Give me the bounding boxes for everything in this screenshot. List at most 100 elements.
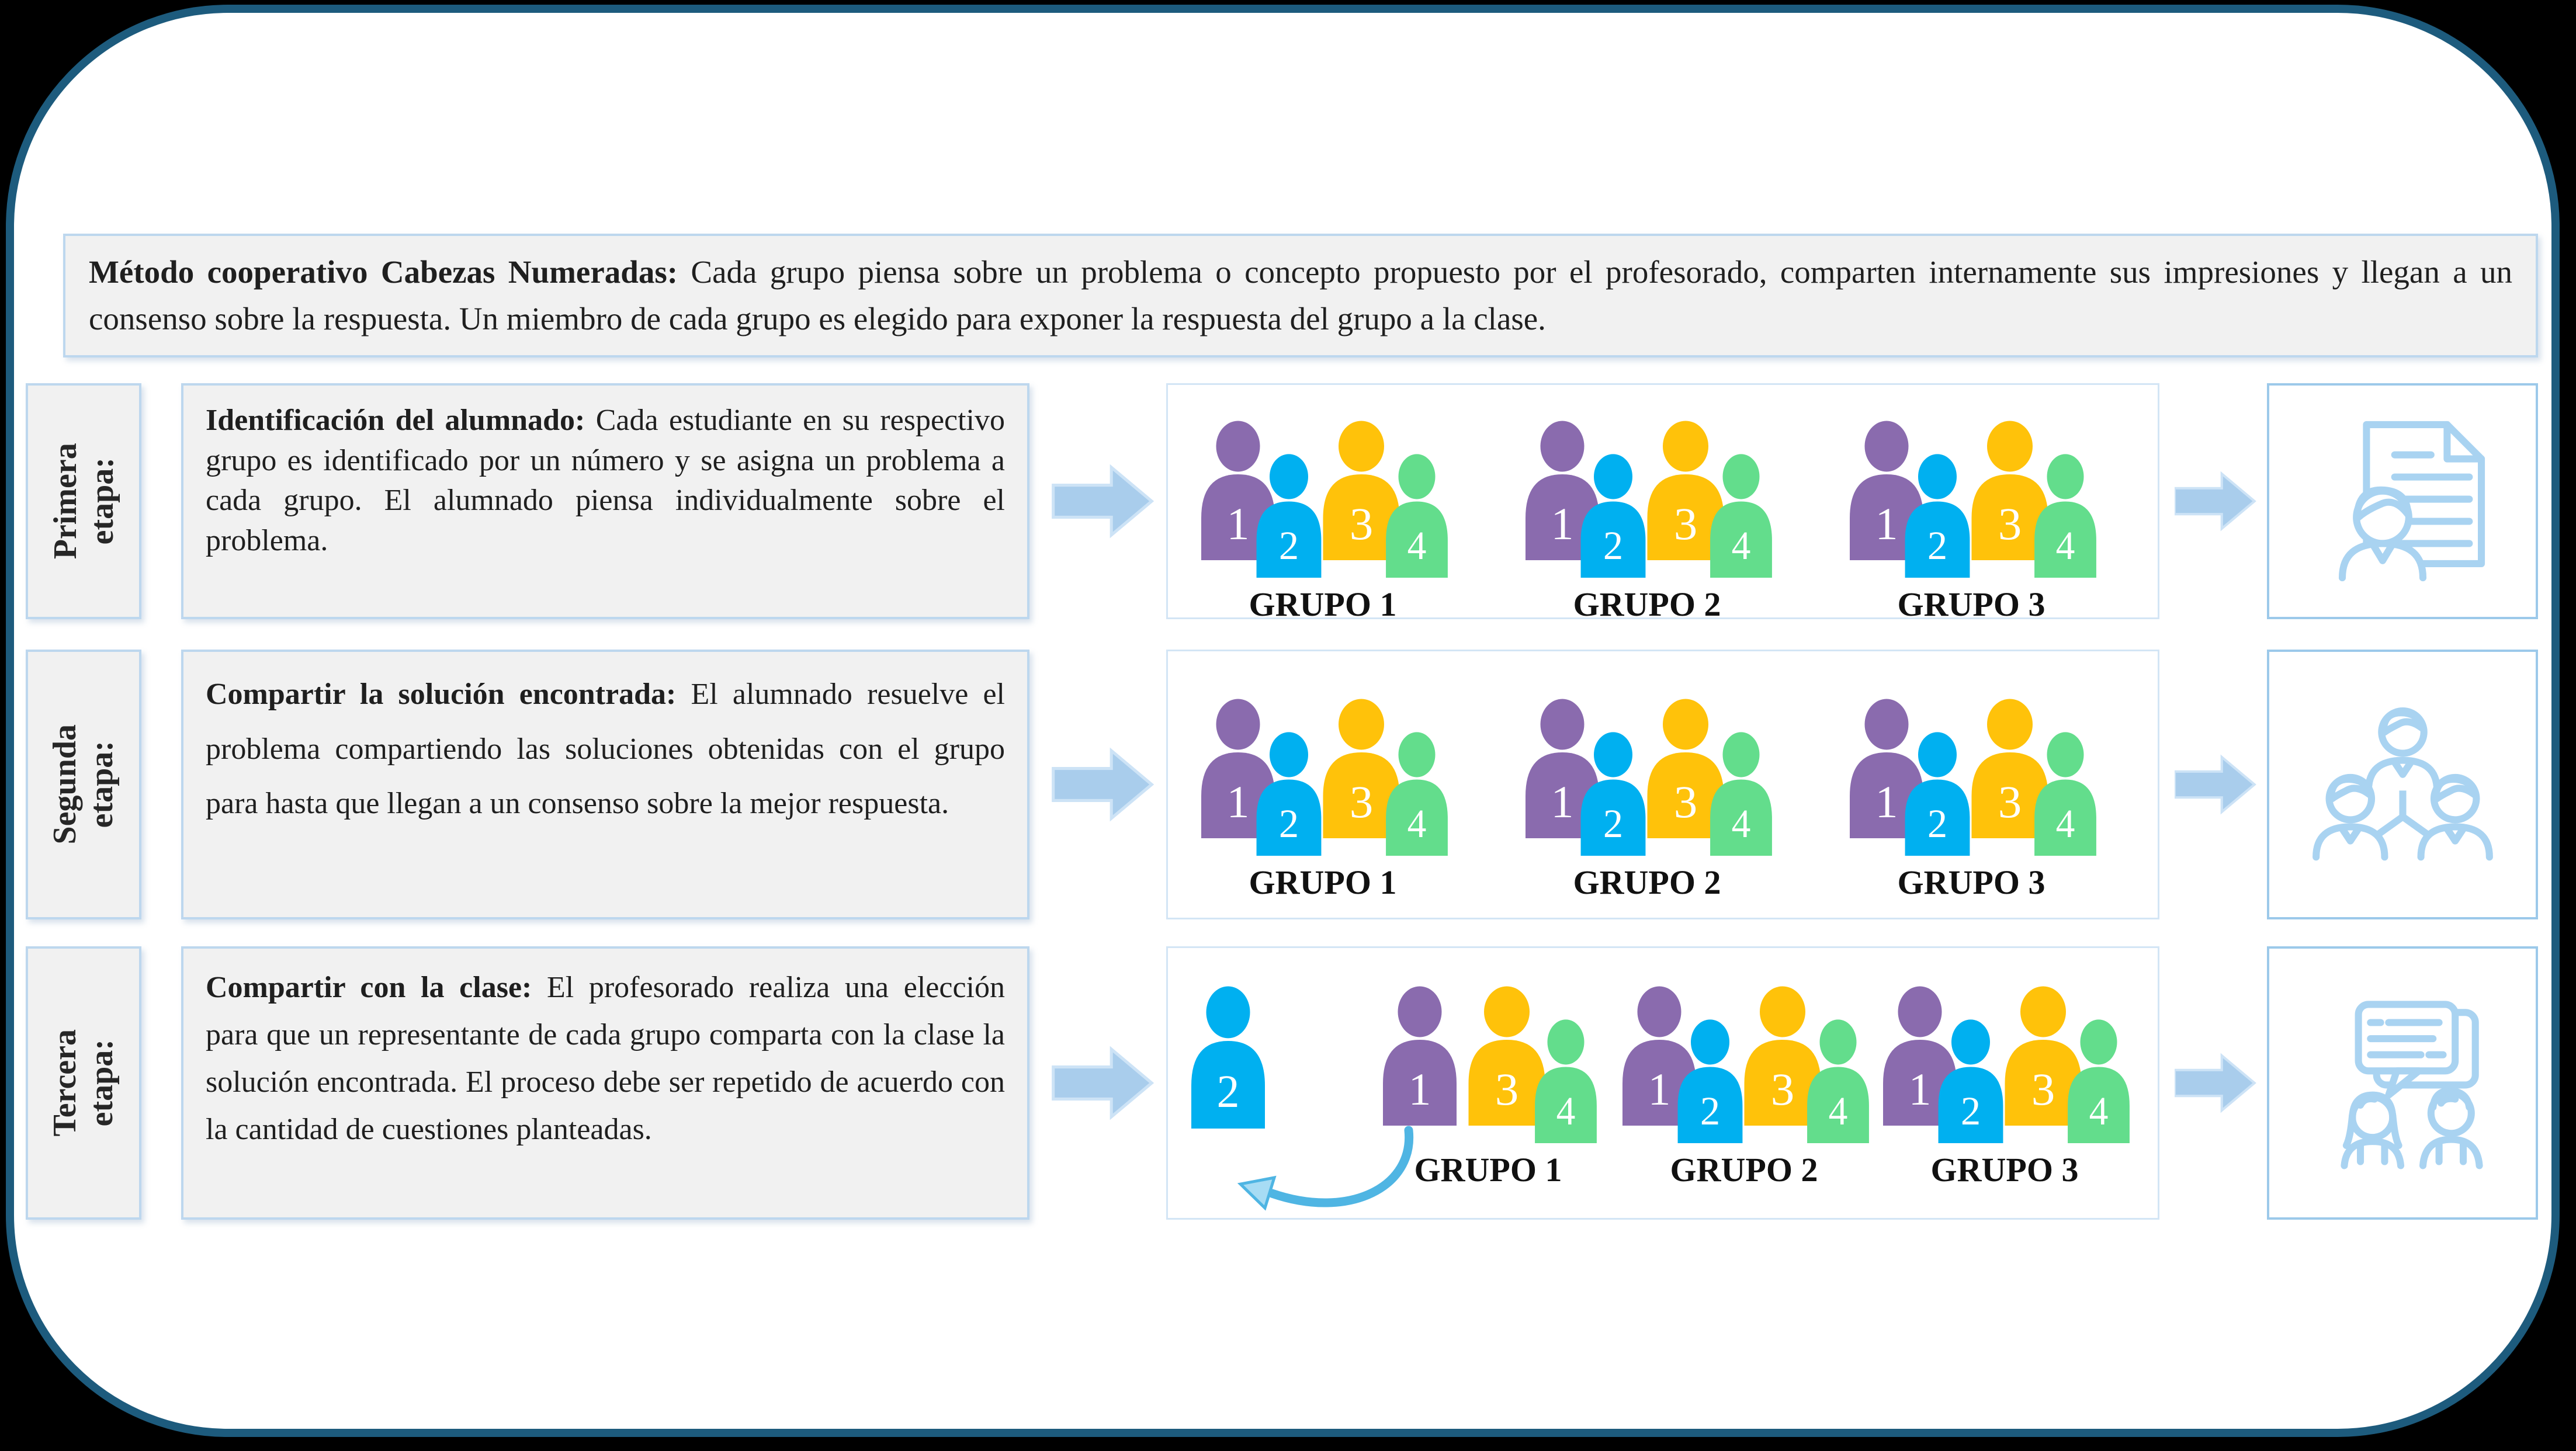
person-slot-1: 1 [1518, 698, 1606, 838]
person-slot-2: 2 [1250, 731, 1327, 856]
svg-text:3: 3 [1674, 777, 1698, 827]
stage-row-1: Primera etapa: Identificación del alumna… [26, 383, 2556, 623]
stage-2-description: Compartir la solución encontrada: El alu… [181, 650, 1029, 919]
person-figure: 1 [1526, 699, 1599, 838]
svg-text:1: 1 [1227, 776, 1250, 827]
person-figure: 4 [1386, 732, 1448, 856]
person-figure: 2 [1905, 732, 1970, 856]
stage-1-label: Primera etapa: [47, 443, 120, 560]
svg-text:3: 3 [1674, 499, 1698, 549]
person-figure: 2 [1905, 454, 1970, 578]
person-figure: 2 [1938, 1019, 2003, 1143]
svg-text:1: 1 [1648, 1064, 1671, 1115]
svg-text:4: 4 [1732, 801, 1751, 846]
stage-1-description: Identificación del alumnado: Cada estudi… [181, 383, 1029, 619]
outcome-box-2 [2267, 650, 2538, 919]
stage-2-description-lead: Compartir la solución encontrada: [206, 678, 677, 711]
person-figure: 1 [1201, 699, 1275, 838]
svg-text:4: 4 [2056, 801, 2075, 846]
method-header-lead: Método cooperativo Cabezas Numeradas: [89, 254, 678, 290]
person-figure: 2 [1256, 732, 1322, 856]
flow-arrow-icon [2175, 754, 2256, 815]
person-figure: 2 [1580, 454, 1646, 578]
svg-text:1: 1 [1875, 498, 1898, 549]
person-figure: 1 [1201, 421, 1275, 560]
person-figure: 3 [1323, 699, 1400, 838]
flow-arrow-icon [2175, 1053, 2256, 1113]
group-label: GRUPO 1 [1249, 863, 1397, 901]
svg-text:2: 2 [1603, 801, 1623, 846]
person-slot-1: 1 [1876, 985, 1964, 1126]
person-slot-4: 4 [2029, 731, 2102, 856]
person-slot-1: 1 [1194, 698, 1282, 838]
method-header: Método cooperativo Cabezas Numeradas: Ca… [63, 234, 2538, 357]
person-slot-4: 4 [1380, 731, 1454, 856]
person-figure: 3 [1971, 421, 2048, 560]
method-header-body: Cada grupo piensa sobre un problema o co… [89, 254, 2512, 336]
person-figure: 1 [1850, 699, 1923, 838]
person-slot-3: 3 [1964, 698, 2055, 838]
stage-3-label-box: Tercera etapa: [26, 946, 141, 1220]
svg-text:4: 4 [2056, 523, 2075, 568]
group-label: GRUPO 2 [1670, 1151, 1818, 1189]
outcome-box-1 [2267, 383, 2538, 619]
person-slot-2: 2 [1250, 453, 1327, 578]
svg-text:1: 1 [1551, 776, 1574, 827]
svg-text:3: 3 [1350, 777, 1374, 827]
stage-1-description-body: Cada estudiante en su respectivo grupo e… [206, 404, 1005, 557]
person-figure: 2 [1677, 1019, 1743, 1143]
svg-text:4: 4 [2089, 1088, 2109, 1133]
person-slot-2: 2 [1932, 1019, 2009, 1143]
person-slot-1: 1 [1843, 420, 1930, 560]
stage-row-3: Tercera etapa: Compartir con la clase: E… [26, 946, 2556, 1220]
person-figure: 2 [1191, 986, 1265, 1129]
person-slot-2: 2 [1575, 731, 1652, 856]
stage-2-description-body: El alumnado resuelve el problema compart… [206, 678, 1005, 821]
person-slot-4: 4 [1380, 453, 1454, 578]
person-figure: 3 [2005, 986, 2082, 1126]
person-slot-4: 4 [1704, 731, 1778, 856]
svg-text:1: 1 [1875, 776, 1898, 827]
stage-2-label: Segunda etapa: [47, 724, 120, 845]
svg-text:2: 2 [1279, 801, 1299, 846]
person-figure: 1 [1526, 421, 1599, 560]
flow-arrow-icon [1052, 747, 1154, 822]
stage-1-label-box: Primera etapa: [26, 383, 141, 619]
person-figure: 4 [1535, 1019, 1597, 1143]
person-figure: 3 [1971, 699, 2048, 838]
person-slot-1: 1 [1194, 420, 1282, 560]
svg-text:4: 4 [1829, 1088, 1848, 1133]
person-figure: 2 [1580, 732, 1646, 856]
person-slot-4: 4 [1801, 1019, 1875, 1143]
group-label: GRUPO 1 [1414, 1151, 1562, 1189]
svg-text:2: 2 [1217, 1067, 1240, 1118]
svg-text:3: 3 [1771, 1064, 1795, 1115]
person-figure: 4 [2068, 1019, 2130, 1143]
stage-3-label: Tercera etapa: [47, 1029, 120, 1137]
person-figure: 4 [1710, 454, 1772, 578]
group-label: GRUPO 3 [1930, 1151, 2079, 1189]
outcome-box-3 [2267, 946, 2538, 1220]
svg-text:1: 1 [1551, 498, 1574, 549]
person-figure: 4 [2034, 732, 2096, 856]
flow-arrow-icon [1052, 1046, 1154, 1120]
person-slot-3: 3 [1316, 420, 1407, 560]
svg-text:3: 3 [2031, 1064, 2055, 1115]
person-slot-2: 2 [1672, 1019, 1749, 1143]
person-slot-3: 3 [1316, 698, 1407, 838]
